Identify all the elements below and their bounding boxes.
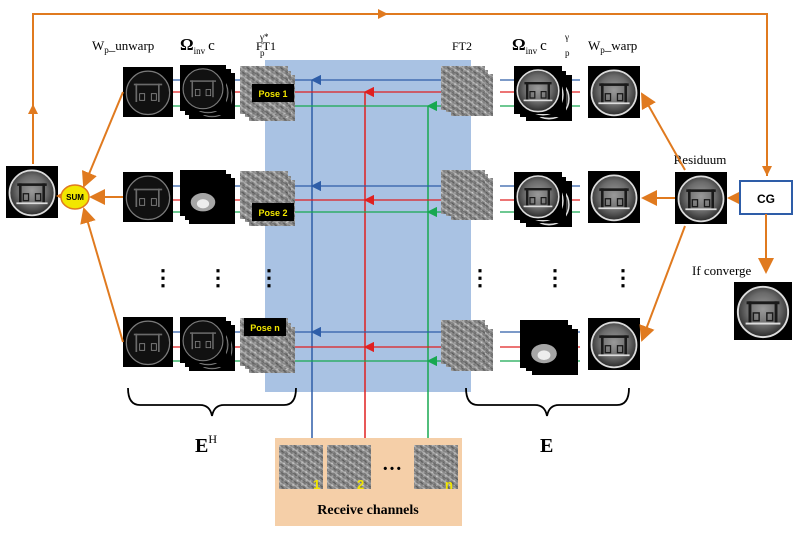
channel-dots: … xyxy=(382,453,402,475)
output-image-left xyxy=(6,165,58,219)
svg-text:γ: γ xyxy=(564,32,569,42)
header-wp-warp: Wp_warp xyxy=(588,38,637,55)
cg-box: CG xyxy=(739,180,793,215)
header-wp-unwarp: Wp_unwarp xyxy=(92,38,154,55)
row2-ft1-stack: Pose 2 xyxy=(240,171,295,226)
pose-2-label: Pose 2 xyxy=(258,208,287,218)
pose-1-label: Pose 1 xyxy=(258,89,287,99)
svg-text:⋮: ⋮ xyxy=(258,265,280,290)
outer-feedback-arrowhead-right xyxy=(762,166,772,176)
svg-text:⋮: ⋮ xyxy=(469,265,491,290)
svg-text:SUM: SUM xyxy=(66,193,84,202)
outer-feedback-arrowhead-left xyxy=(28,104,38,114)
residuum-to-rown-arrow xyxy=(639,225,686,342)
row1-ft2-stack xyxy=(441,66,493,116)
residuum-image xyxy=(675,171,727,225)
header-ft1: FT1 xyxy=(256,39,276,53)
rown-ft1-stack: Pose n xyxy=(240,318,295,373)
channel-2-number: 2 xyxy=(357,477,364,492)
svg-text:p: p xyxy=(565,48,570,58)
rown-warp-image xyxy=(588,317,640,371)
row2-coil-stack-right xyxy=(514,171,572,228)
row2-coil-stack-left xyxy=(180,170,235,224)
channel-n-number: n xyxy=(445,477,453,492)
channel-1-number: 1 xyxy=(313,477,320,492)
svg-text:⋮: ⋮ xyxy=(207,265,229,290)
svg-text:Wp_warp: Wp_warp xyxy=(588,38,637,55)
vertical-ellipses: ⋮ ⋮ ⋮ ⋮ ⋮ ⋮ xyxy=(152,265,634,290)
sum-node: SUM xyxy=(60,184,90,210)
final-image xyxy=(734,280,792,342)
row2-warp-image xyxy=(588,170,640,224)
row1-to-sum-arrow xyxy=(81,91,124,188)
row1-unwarp-image xyxy=(123,66,173,118)
svg-text:⋮: ⋮ xyxy=(544,265,566,290)
residuum-to-row1-arrow xyxy=(641,92,686,171)
rown-coil-stack-left xyxy=(180,316,235,372)
outer-feedback-line xyxy=(32,13,768,176)
row2-unwarp-image xyxy=(123,171,173,223)
svg-text:γ*: γ* xyxy=(259,32,269,42)
svg-text:CG: CG xyxy=(757,192,775,206)
receive-channels-box: 1 2 n … Receive channels xyxy=(275,438,462,526)
row1-coil-stack-left xyxy=(180,64,235,120)
center-fourier-panel xyxy=(265,60,471,392)
if-converge-label: If converge xyxy=(692,263,752,278)
rown-ft2-stack xyxy=(441,320,493,371)
svg-text:EH: EH xyxy=(195,432,217,457)
brace-left xyxy=(127,387,297,417)
svg-text:⋮: ⋮ xyxy=(152,265,174,290)
svg-text:p: p xyxy=(260,48,265,58)
rown-coil-stack-right xyxy=(520,320,578,375)
header-ft2: FT2 xyxy=(452,39,472,53)
row2-ft2-stack xyxy=(441,170,493,220)
row1-ft1-stack: Pose 1 xyxy=(240,66,295,121)
rown-unwarp-image xyxy=(123,316,173,368)
svg-text:⋮: ⋮ xyxy=(612,265,634,290)
receive-channels-label: Receive channels xyxy=(317,503,419,518)
eh-label: EH xyxy=(195,432,217,457)
e-label: E xyxy=(540,435,553,457)
residuum-label: Residuum xyxy=(674,152,727,167)
svg-text:Wp_unwarp: Wp_unwarp xyxy=(92,38,154,55)
brace-right xyxy=(465,387,630,417)
row1-coil-stack-right xyxy=(514,65,572,122)
pose-n-label: Pose n xyxy=(250,323,280,333)
row1-warp-image xyxy=(588,65,640,119)
outer-feedback-arrowhead-top xyxy=(378,9,388,19)
rown-to-sum-arrow xyxy=(80,207,124,343)
